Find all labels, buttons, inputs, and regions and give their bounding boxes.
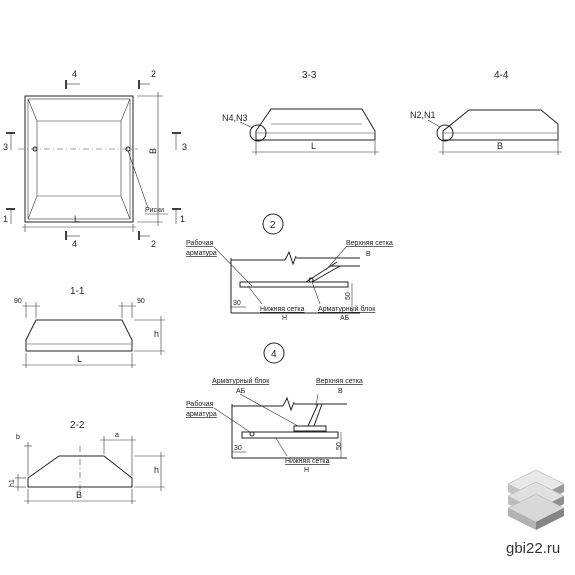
cut-label-2-top: 2 (151, 69, 156, 79)
detail-4-rebar-block-mark: АБ (236, 388, 246, 395)
lifting-mark-left (32, 146, 38, 152)
marks-label: Риски (145, 207, 164, 214)
section-1-1-title: 1-1 (70, 286, 85, 297)
detail-4-number: 4 (271, 349, 277, 360)
section-3-3-dim: L (311, 141, 316, 151)
stacked-slabs-icon (507, 469, 565, 530)
detail-2-working-rebar-2: арматура (186, 250, 217, 257)
cut-label-3-right: 3 (182, 142, 187, 152)
cut-label-2-bottom: 2 (151, 239, 156, 249)
plan-outline (24, 95, 134, 223)
section-4-4-callout: N2,N1 (410, 110, 436, 120)
section-3-3: 3-3 N4,N3 L (222, 70, 379, 155)
cut-label-4-top: 4 (72, 69, 77, 79)
section-3-3-title: 3-3 (302, 70, 317, 81)
section-1-1-dim-length: L (77, 354, 82, 364)
section-4-4: 4-4 N2,N1 B (410, 70, 562, 155)
section-3-3-outline (255, 108, 376, 141)
detail-2: 2 30 50 Рабочая арматура Верхняя сетка В… (186, 213, 393, 322)
detail-2-top-mesh-mark: В (366, 251, 371, 258)
section-1-1-dim-right: 90 (137, 298, 145, 305)
section-2-2-dim-h1: h1 (9, 479, 16, 487)
detail-2-dim-height: 50 (345, 292, 352, 300)
detail-4-working-rebar-2: арматура (186, 411, 217, 418)
section-2-2-title: 2-2 (70, 420, 85, 431)
plan-dim-length: L (74, 214, 79, 224)
detail-4-dim-height: 50 (336, 442, 343, 450)
detail-2-bottom-mesh (239, 281, 349, 288)
section-1-1: 1-1 90 90 h L (14, 286, 165, 368)
detail-4-rebar-block-label: Арматурный блок (212, 377, 270, 385)
detail-4-circle (263, 342, 285, 364)
section-1-1-dim-height: h (154, 329, 159, 339)
detail-4-top-mesh: Верхняя сетка (316, 378, 363, 385)
section-2-2-outline (27, 455, 133, 488)
detail-2-dim-side: 30 (233, 300, 241, 307)
section-1-1-dim-left: 90 (14, 298, 22, 305)
cut-label-4-bottom: 4 (72, 239, 77, 249)
detail-4-bottom-mesh (241, 431, 339, 439)
plan-dim-width: B (148, 148, 158, 154)
cut-label-1-right: 1 (180, 214, 185, 224)
detail-4-rebar-block (293, 425, 327, 432)
detail-4-bottom-mesh-label: Нижняя сетка (285, 458, 330, 465)
section-2-2: 2-2 b a h1 h B (9, 420, 165, 504)
section-4-4-outline (442, 109, 559, 141)
section-4-4-title: 4-4 (494, 70, 509, 81)
cut-label-3-left: 3 (3, 142, 8, 152)
section-2-2-dim-a: a (115, 432, 119, 439)
section-3-3-callout-circle (249, 124, 267, 142)
detail-2-number: 2 (270, 220, 276, 231)
section-2-2-dim-width: B (76, 490, 82, 500)
section-2-2-dim-height: h (154, 465, 159, 475)
detail-2-circle (262, 213, 284, 235)
detail-4-bottom-mesh-mark: Н (304, 467, 309, 474)
detail-2-bottom-mesh-mark: Н (282, 315, 287, 322)
section-2-2-dim-b: b (16, 434, 20, 441)
section-3-3-callout: N4,N3 (222, 113, 248, 123)
section-4-4-callout-circle (436, 124, 454, 142)
detail-2-top-mesh: Верхняя сетка (346, 240, 393, 247)
detail-2-rebar-block: Арматурный блок (318, 305, 376, 313)
detail-2-working-rebar-1: Рабочая (186, 239, 214, 247)
section-1-1-outline (25, 319, 133, 352)
plan-view: 4 2 3 3 1 1 4 2 L B Риски (3, 69, 187, 249)
detail-4: 4 30 50 Арматурный блок АБ Верхняя сетка… (186, 342, 363, 474)
detail-2-rebar-block-mark: АБ (340, 315, 350, 322)
watermark-text: gbi22.ru (506, 540, 560, 557)
detail-4-dim-side: 30 (234, 445, 242, 452)
cut-label-1-left: 1 (3, 214, 8, 224)
detail-2-bottom-mesh-label: Нижняя сетка (260, 306, 305, 313)
detail-4-top-mesh-mark: В (338, 388, 343, 395)
detail-4-working-rebar-1: Рабочая (186, 400, 214, 408)
section-4-4-dim: B (497, 141, 503, 151)
plan-inner-outline (27, 98, 131, 220)
